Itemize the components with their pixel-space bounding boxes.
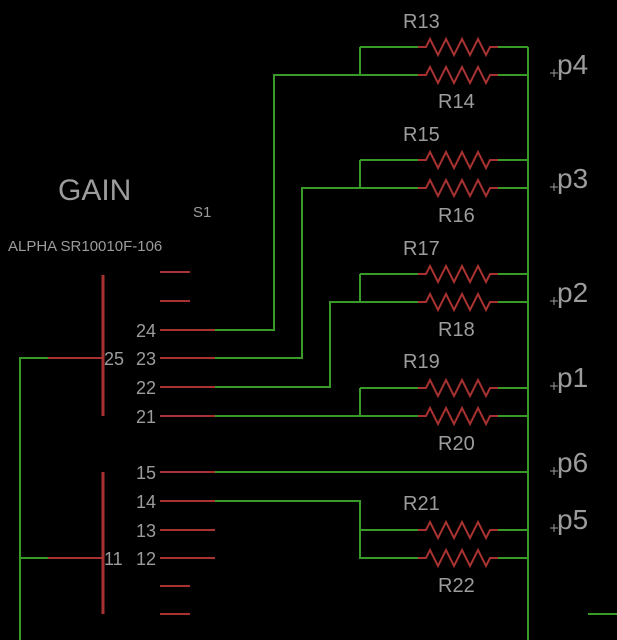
resistor-label-r19: R19	[403, 351, 440, 373]
resistor-label-r15: R15	[403, 124, 440, 146]
pin-label-12: 12	[136, 549, 156, 569]
net-label-p1: p1	[550, 362, 588, 393]
resistor-label-r16: R16	[438, 205, 475, 227]
resistor-label-r14: R14	[438, 91, 475, 113]
resistor-label-r22: R22	[438, 575, 475, 597]
switch-part-number: ALPHA SR10010F-106	[8, 238, 162, 255]
pin-label-22: 22	[136, 378, 156, 398]
resistor-r13	[418, 36, 498, 58]
wires	[19, 46, 617, 640]
switch-s1-lower-deck	[48, 471, 215, 615]
net-label-p5: p5	[550, 504, 588, 535]
net-text-p1: p1	[557, 362, 588, 393]
net-label-p2: p2	[550, 277, 588, 308]
pin-label-15: 15	[136, 463, 156, 483]
net-label-p3: p3	[550, 163, 588, 194]
resistor-r16	[418, 177, 498, 199]
net-label-p6: p6	[550, 447, 588, 478]
net-text-p3: p3	[557, 163, 588, 194]
pin-label-23: 23	[136, 349, 156, 369]
switch-ref: S1	[193, 204, 211, 221]
switch-s1-upper-deck	[48, 271, 215, 417]
pin-label-11: 11	[104, 549, 123, 569]
resistor-r15	[418, 149, 498, 171]
net-text-p5: p5	[557, 504, 588, 535]
resistor-label-r17: R17	[403, 238, 440, 260]
pin-label-21: 21	[136, 407, 156, 427]
resistor-label-r18: R18	[438, 319, 475, 341]
resistor-r20	[418, 405, 498, 427]
net-text-p6: p6	[557, 447, 588, 478]
resistor-label-r20: R20	[438, 433, 475, 455]
net-text-p2: p2	[557, 277, 588, 308]
resistor-r21	[418, 519, 498, 541]
resistor-r22	[418, 547, 498, 569]
switch-title: GAIN	[58, 174, 131, 207]
net-label-p4: p4	[550, 49, 588, 80]
resistor-label-r21: R21	[403, 493, 440, 515]
pin-label-24: 24	[136, 321, 156, 341]
pin-label-14: 14	[136, 492, 156, 512]
resistor-r19	[418, 377, 498, 399]
pin-label-13: 13	[136, 521, 156, 541]
net-text-p4: p4	[557, 49, 588, 80]
resistor-r14	[418, 64, 498, 86]
resistor-r17	[418, 263, 498, 285]
pin-label-25: 25	[104, 349, 124, 369]
resistor-r18	[418, 291, 498, 313]
resistor-label-r13: R13	[403, 11, 440, 33]
